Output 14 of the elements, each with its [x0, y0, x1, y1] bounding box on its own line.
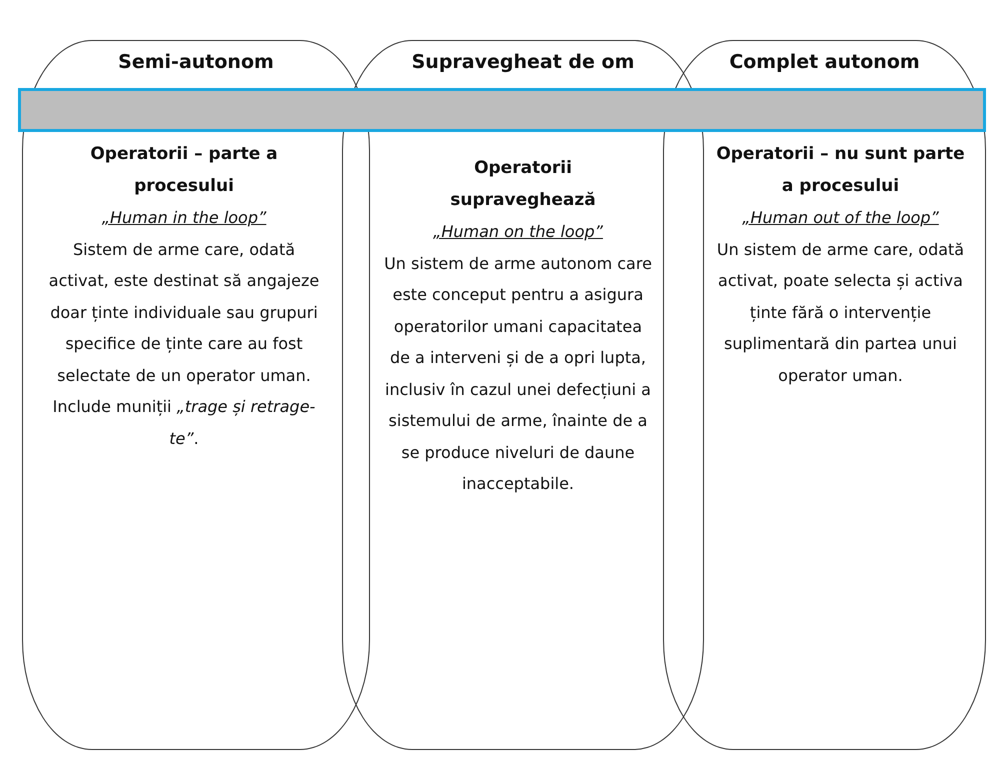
description-text: Include muniții „trage și retrage-te”. [52, 396, 316, 450]
column-title: Semi-autonom [117, 50, 275, 75]
description-text: Un sistem de arme care, odată activat, poate selecta și activa ținte fără o intervenție suplimentară din partea unui operator uman. [716, 238, 966, 386]
column-title: Supravegheat de om [410, 50, 636, 75]
description-text: Sistem de arme care, odată activat, este destinat să angajeze doar ținte individuale sau grupuri specifice de ținte care au fost selectate de un operator uman. [48, 238, 320, 386]
operator-role-heading: Operatorii – parte a procesului [89, 143, 279, 198]
loop-phrase: „Human on the loop” [432, 221, 604, 243]
description-text: Un sistem de arme autonom care este conceput pentru a asigura operatorilor umani capacitatea de a interveni și de a opri lupta, inclusiv în cazul unei defecțiuni a sistemului de arme, înainte de a se produce niveluri de daune inacceptabile. [383, 252, 653, 495]
loop-phrase: „Human out of the loop” [741, 207, 940, 229]
header-band [18, 88, 986, 132]
operator-role-heading: Operatorii – nu sunt parte a procesului [715, 143, 966, 198]
loop-phrase: „Human in the loop” [100, 207, 268, 229]
operator-role-heading: Operatorii supraveghează [449, 157, 597, 212]
column-title: Complet autonom [728, 50, 921, 75]
